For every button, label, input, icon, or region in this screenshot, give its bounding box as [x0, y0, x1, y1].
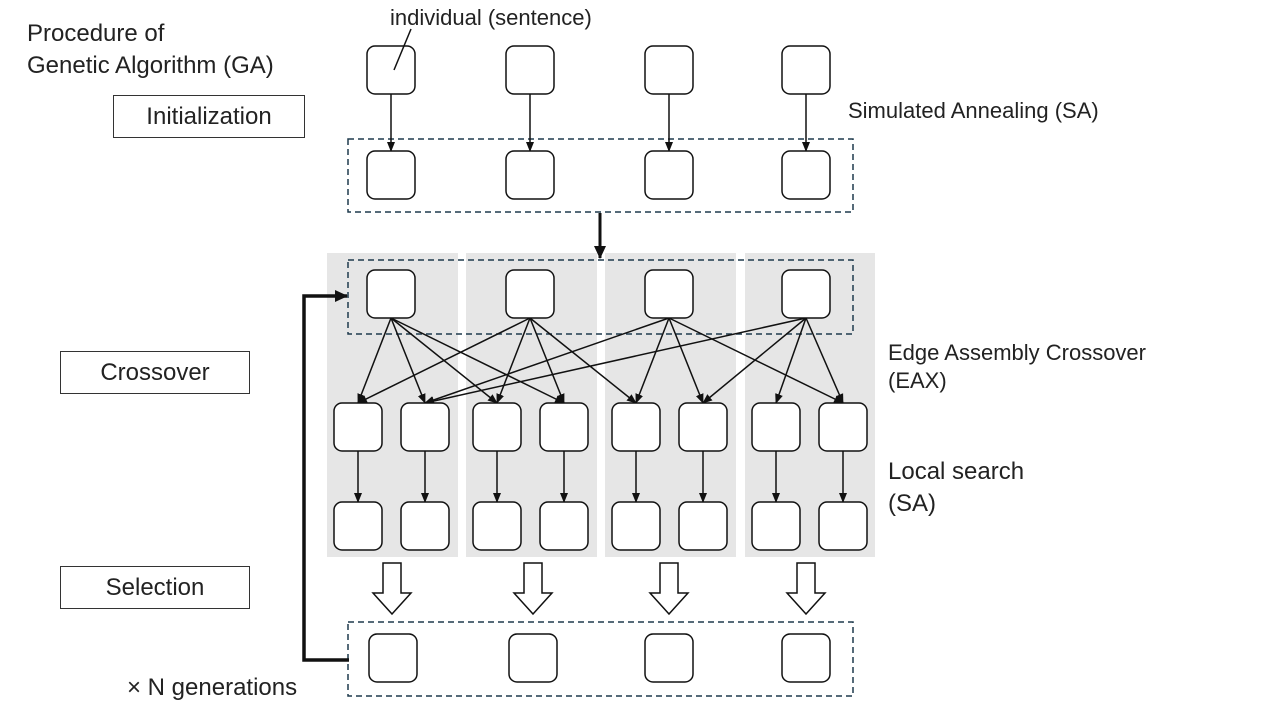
- crossover-edge-3-2: [424, 317, 670, 404]
- local-search-individual-7: [751, 501, 801, 551]
- parent-individual-4: [781, 269, 831, 319]
- next-generation-individual-3: [644, 633, 694, 683]
- crossover-edge-2-5: [529, 317, 637, 404]
- crossover-edge-4-7: [775, 317, 807, 404]
- initial-individual-1: [366, 45, 416, 95]
- individual-pointer: [393, 28, 412, 71]
- local-search-annotation-line1: Local search: [888, 458, 1025, 485]
- step-initialization: Initialization: [113, 95, 305, 138]
- child-individual-4: [539, 402, 589, 452]
- next-generation-individual-2: [508, 633, 558, 683]
- crossover-edge-4-2: [424, 317, 807, 405]
- sa-annotation: Simulated Annealing (SA): [848, 98, 1099, 123]
- eax-annotation-line2: (EAX): [888, 368, 947, 393]
- diagram-title-line2: Genetic Algorithm (GA): [27, 52, 274, 79]
- sa-individual-4: [781, 150, 831, 200]
- sa-population-frame: [347, 138, 854, 213]
- next-generation-individual-4: [781, 633, 831, 683]
- individual-label: individual (sentence): [390, 5, 592, 30]
- crossover-edge-3-8: [668, 317, 844, 404]
- parent-individual-2: [505, 269, 555, 319]
- crossover-edge-4-8: [805, 317, 844, 404]
- generation-loop-arrow: [302, 290, 349, 662]
- child-individual-1: [333, 402, 383, 452]
- crossover-edge-1-1: [357, 317, 392, 404]
- next-generation-individual-1: [368, 633, 418, 683]
- edges: [354, 94, 847, 503]
- sa-individual-2: [505, 150, 555, 200]
- initial-individual-4: [781, 45, 831, 95]
- parent-population-frame: [347, 259, 854, 335]
- crossover-edge-1-4: [390, 317, 565, 404]
- crossover-edge-3-6: [668, 317, 704, 404]
- initial-individual-2: [505, 45, 555, 95]
- selection-arrow-2: [512, 562, 554, 616]
- next-population-frame: [347, 621, 854, 697]
- crossover-edge-3-5: [635, 317, 670, 404]
- sa-individual-1: [366, 150, 416, 200]
- local-search-individual-5: [611, 501, 661, 551]
- nodes: [333, 45, 868, 683]
- selection-arrow-1: [371, 562, 413, 616]
- local-search-individual-4: [539, 501, 589, 551]
- child-individual-3: [472, 402, 522, 452]
- parent-individual-1: [366, 269, 416, 319]
- step-selection: Selection: [60, 566, 250, 609]
- selection-arrows: [371, 562, 827, 616]
- crossover-edge-1-2: [390, 317, 426, 404]
- parent-individual-3: [644, 269, 694, 319]
- crossover-edge-4-6: [702, 317, 807, 404]
- generations-label: × N generations: [127, 674, 298, 701]
- child-individual-5: [611, 402, 661, 452]
- sa-individual-3: [644, 150, 694, 200]
- local-search-individual-8: [818, 501, 868, 551]
- local-search-individual-6: [678, 501, 728, 551]
- eax-annotation-line1: Edge Assembly Crossover: [888, 340, 1146, 365]
- diagram-title-line1: Procedure of: [27, 20, 165, 47]
- local-search-individual-3: [472, 501, 522, 551]
- local-search-annotation-line2: (SA): [888, 490, 936, 517]
- selection-arrow-4: [785, 562, 827, 616]
- local-search-individual-2: [400, 501, 450, 551]
- local-search-individual-1: [333, 501, 383, 551]
- crossover-edge-2-3: [496, 317, 531, 404]
- crossover-edge-2-1: [357, 317, 531, 404]
- selection-arrow-3: [648, 562, 690, 616]
- child-individual-2: [400, 402, 450, 452]
- child-individual-6: [678, 402, 728, 452]
- initial-individual-3: [644, 45, 694, 95]
- child-individual-7: [751, 402, 801, 452]
- child-individual-8: [818, 402, 868, 452]
- step-crossover: Crossover: [60, 351, 250, 394]
